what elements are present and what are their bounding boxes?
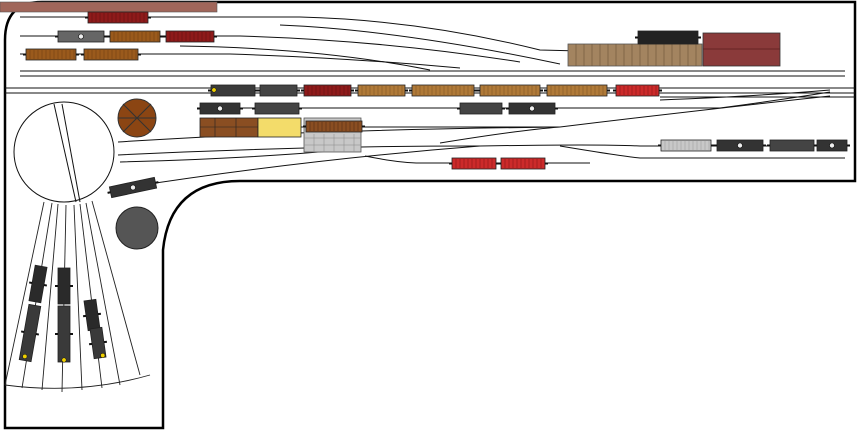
coal-tower — [115, 206, 159, 250]
boxcar — [301, 84, 354, 97]
stock-car — [81, 48, 141, 61]
stock-car — [355, 84, 408, 97]
tank-car — [197, 102, 243, 115]
locomotive — [208, 84, 258, 97]
boxcar — [163, 30, 217, 43]
stock-car — [409, 84, 477, 97]
boxcar — [107, 30, 163, 43]
tank-car — [814, 139, 850, 152]
tank-car — [107, 176, 159, 199]
stock-car — [544, 84, 610, 97]
hopper — [252, 102, 302, 115]
yellow-industry — [257, 117, 302, 138]
locomotive — [18, 303, 42, 363]
hopper — [457, 102, 505, 115]
reefer — [449, 157, 499, 170]
boxcar — [303, 120, 365, 133]
boxcar — [85, 11, 151, 24]
stock-car — [477, 84, 543, 97]
tank-car — [506, 102, 558, 115]
freight-house — [567, 43, 703, 67]
stock-car — [23, 48, 79, 61]
hopper — [635, 30, 701, 45]
water-tower — [117, 98, 157, 138]
tender — [257, 84, 300, 97]
warehouse — [702, 32, 781, 67]
locomotive — [55, 267, 73, 305]
locomotive — [28, 264, 48, 304]
top-left-structure — [0, 1, 218, 13]
locomotive — [82, 298, 102, 332]
engine-house — [199, 117, 259, 138]
reefer — [498, 157, 548, 170]
locomotive — [55, 305, 73, 363]
reefer — [613, 84, 662, 97]
turntable — [13, 101, 115, 203]
tank-car — [55, 30, 107, 43]
hopper — [767, 139, 817, 152]
tank-car — [714, 139, 766, 152]
flat-car — [658, 139, 714, 152]
rolling-stock — [18, 11, 850, 363]
locomotive — [88, 326, 108, 360]
